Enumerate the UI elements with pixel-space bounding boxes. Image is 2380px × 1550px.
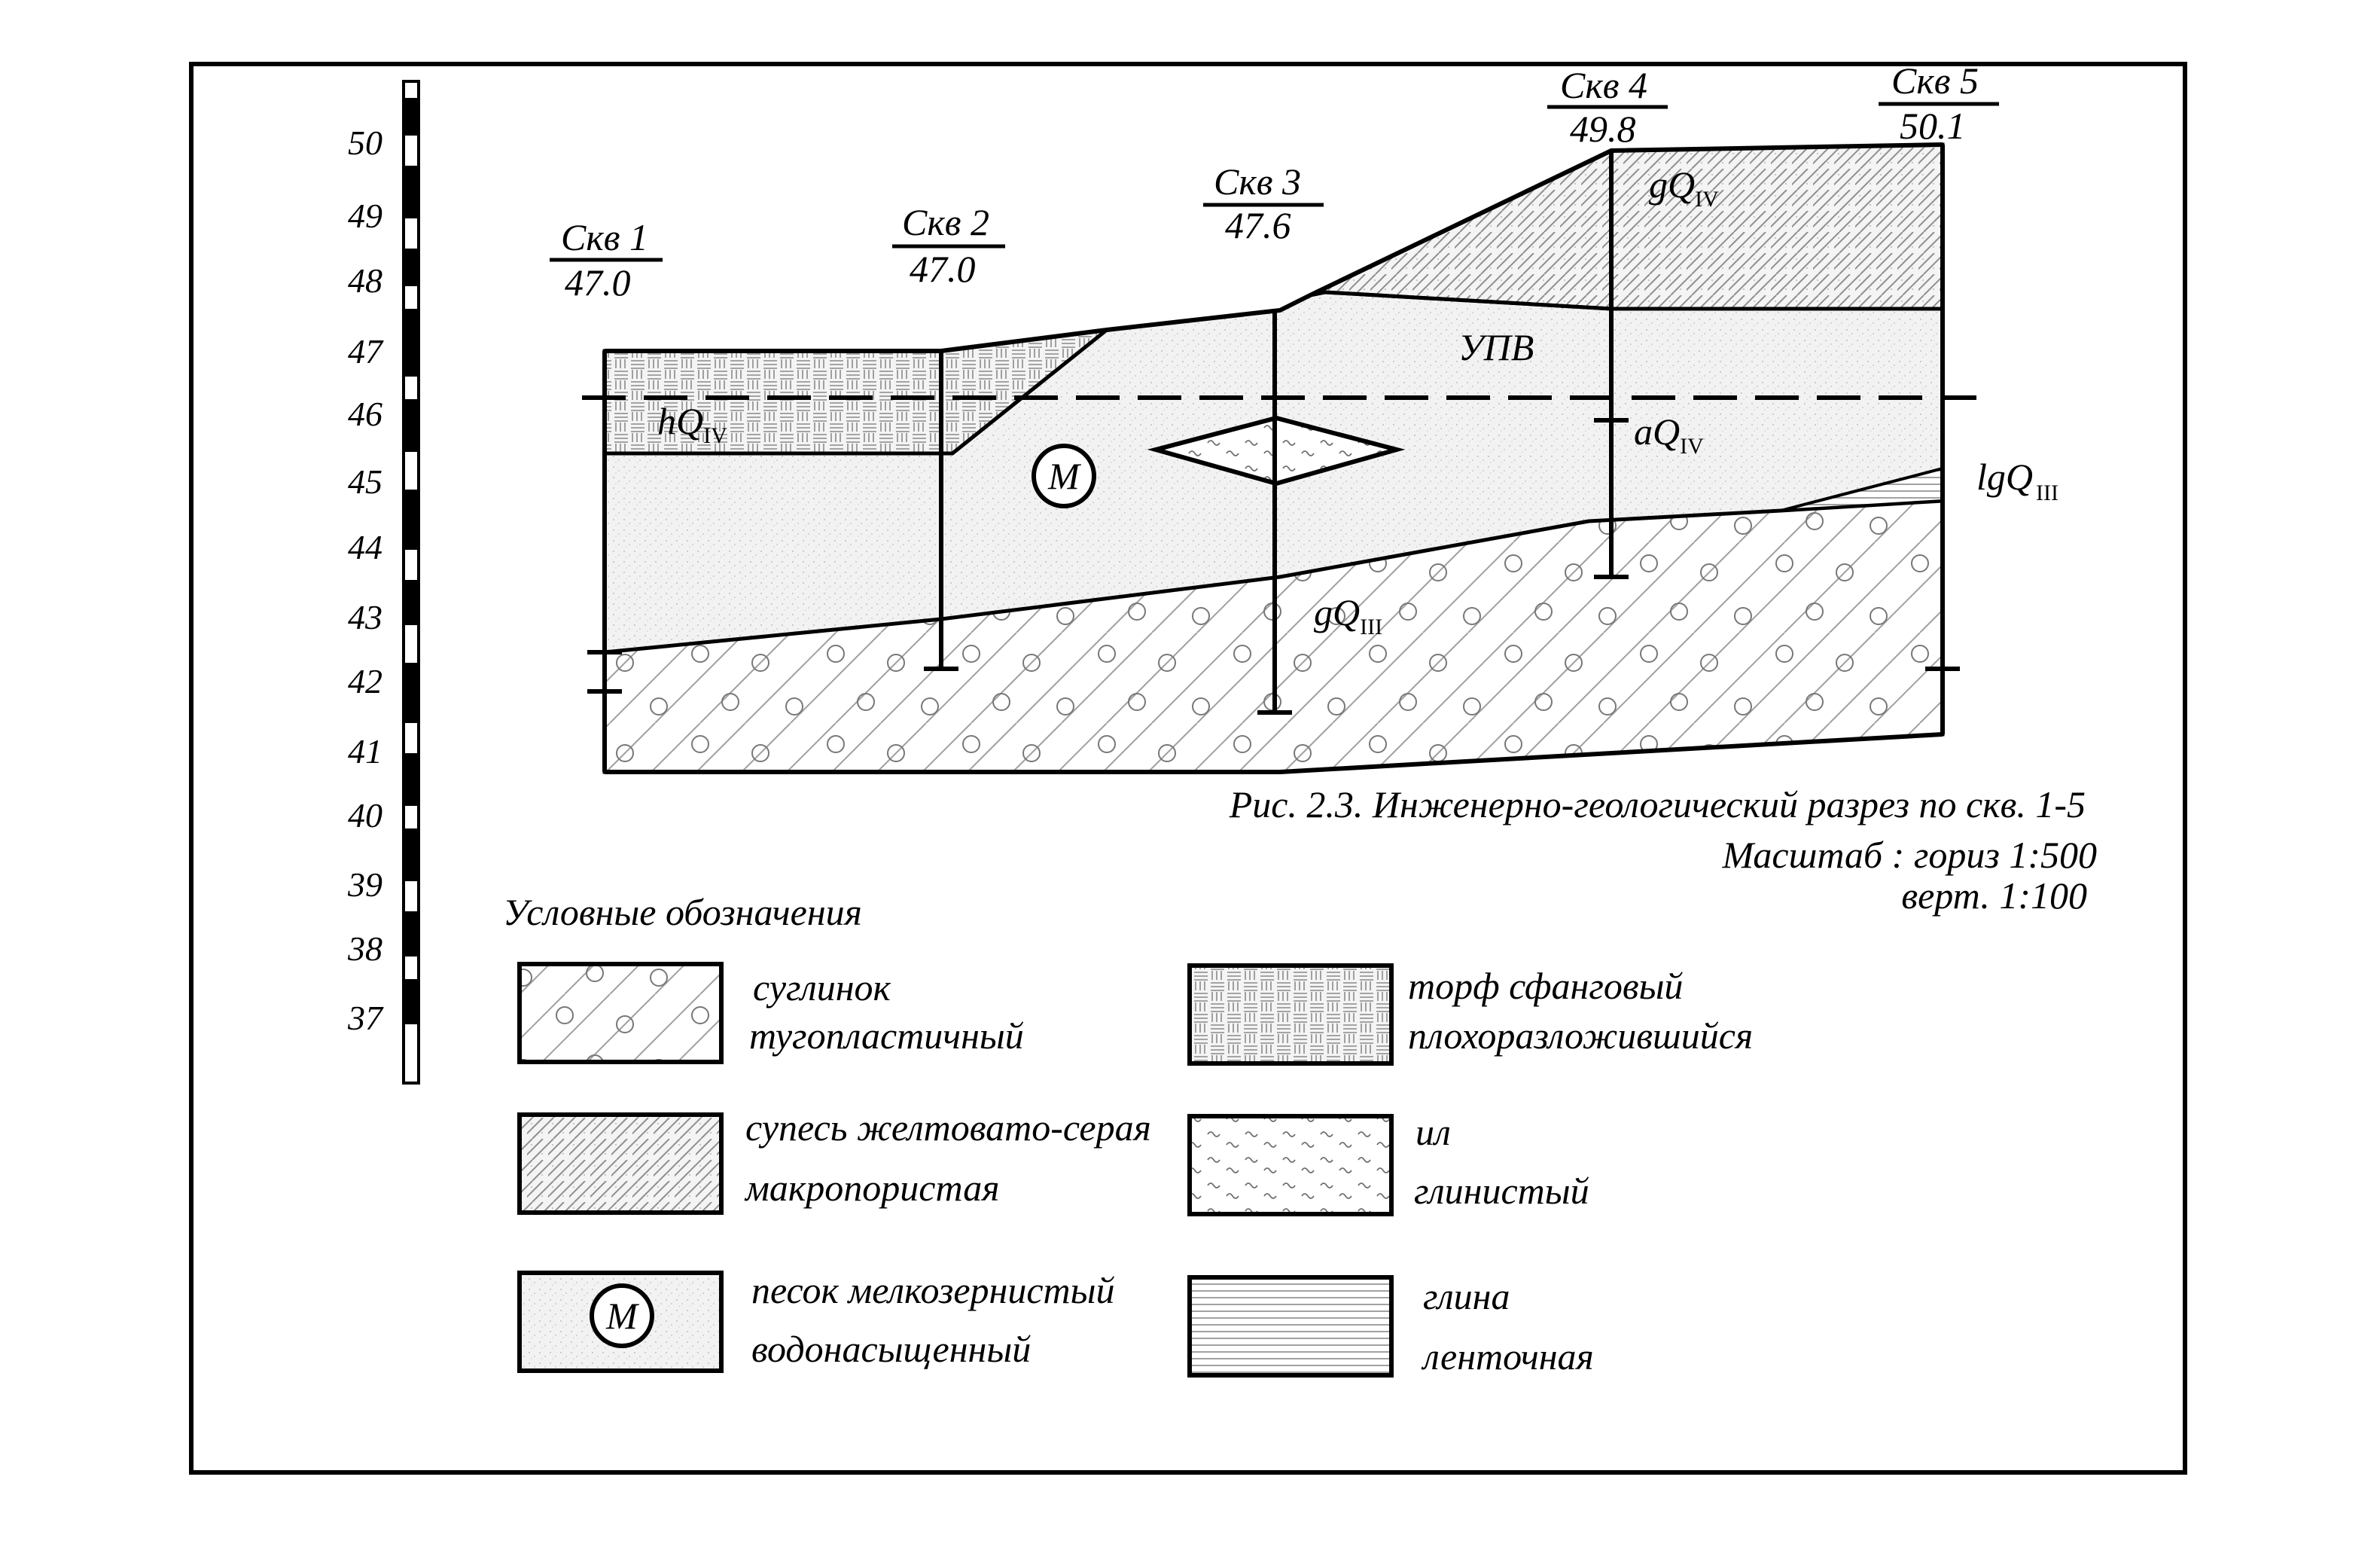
label-aq: aQIV (1634, 410, 1704, 459)
scale-tick: 48 (348, 261, 382, 300)
legend-swatch-clay (1187, 1275, 1394, 1378)
scale-tick: 46 (348, 395, 382, 433)
borehole-5-header: Скв 5 50.1 (1879, 59, 1999, 147)
legend-label: ленточная (1421, 1335, 1594, 1378)
caption-scale-horizontal: Масштаб : гориз 1:500 (1721, 834, 2097, 876)
legend-swatch-sandy-loam (517, 1112, 724, 1215)
layer-sandy-loam (1309, 142, 1945, 311)
scale-tick: 38 (347, 929, 382, 968)
scale-tick: 41 (348, 732, 382, 770)
scale-tick: 42 (348, 662, 382, 700)
figure-caption: Рис. 2.3. Инженерно-геологический разрез… (1229, 783, 2097, 917)
legend-swatch-loam (517, 962, 724, 1064)
caption-scale-vertical: верт. 1:100 (1901, 874, 2087, 917)
legend-sand-marker-letter: М (605, 1295, 639, 1337)
elevation-scale-labels: 50 49 48 47 46 45 44 43 42 41 40 39 38 3… (347, 124, 384, 1037)
borehole-1-header: Скв 1 47.0 (550, 216, 663, 304)
legend-item-peat: торф сфанговый плохоразложившийся (1187, 963, 1753, 1066)
scale-tick: 37 (347, 999, 384, 1037)
legend-label: водонасыщенный (751, 1328, 1031, 1370)
legend-label: песок мелкозернистый (751, 1269, 1115, 1311)
legend-swatch-silt (1187, 1114, 1394, 1216)
borehole-5-elevation: 50.1 (1900, 105, 1966, 147)
caption-title: Рис. 2.3. Инженерно-геологический разрез… (1229, 783, 2086, 825)
legend: Условные обозначения суглинок тугопласти… (503, 891, 1753, 1378)
legend-sand-marker-circle (590, 1283, 654, 1348)
scale-tick: 45 (348, 462, 382, 501)
scale-tick: 44 (348, 528, 382, 566)
borehole-4-header: Скв 4 49.8 (1547, 64, 1668, 150)
borehole-5-name: Скв 5 (1891, 59, 1979, 102)
legend-label: глинистый (1414, 1170, 1589, 1212)
scale-tick: 49 (348, 197, 382, 235)
borehole-4-elevation: 49.8 (1570, 108, 1636, 150)
elevation-scale (402, 80, 420, 1085)
borehole-3-header: Скв 3 47.6 (1203, 160, 1324, 246)
legend-item-loam: суглинок тугопластичный (517, 962, 1024, 1064)
legend-label: тугопластичный (749, 1015, 1024, 1057)
scale-tick: 43 (348, 598, 382, 636)
sand-marker-circle (1032, 444, 1096, 508)
borehole-3-elevation: 47.6 (1225, 204, 1291, 246)
legend-swatch-peat (1187, 963, 1394, 1066)
legend-label: суглинок (753, 966, 891, 1008)
label-gq-bottom: gQIII (1314, 591, 1382, 639)
scale-tick: 50 (348, 124, 382, 162)
scale-tick: 39 (347, 865, 382, 904)
label-groundwater: УПВ (1458, 326, 1534, 368)
borehole-2-header: Скв 2 47.0 (892, 201, 1005, 290)
legend-label: ил (1416, 1111, 1451, 1153)
sand-marker-letter: М (1047, 455, 1081, 497)
label-hq: hQIV (657, 400, 727, 448)
legend-item-clay: глина ленточная (1187, 1275, 1594, 1378)
legend-item-sand: М песок мелкозернистый водонасыщенный (517, 1269, 1115, 1373)
legend-item-silt: ил глинистый (1187, 1111, 1589, 1216)
borehole-4-name: Скв 4 (1560, 64, 1647, 106)
legend-title: Условные обозначения (503, 891, 862, 933)
geological-section: Скв 1 47.0 Скв 2 47.0 Скв 3 47.6 Скв 4 4… (550, 59, 2059, 774)
scale-tick: 40 (348, 796, 382, 834)
label-gq-top: gQIV (1649, 163, 1719, 212)
scale-tick: 47 (348, 332, 384, 371)
borehole-2-name: Скв 2 (902, 201, 989, 243)
borehole-3-name: Скв 3 (1214, 160, 1301, 203)
legend-label: макропористая (744, 1167, 999, 1209)
legend-label: супесь желтовато-серая (745, 1106, 1151, 1149)
figure-frame (189, 62, 2187, 1475)
legend-label: глина (1423, 1275, 1510, 1317)
borehole-lines (587, 151, 1960, 772)
borehole-1-name: Скв 1 (561, 216, 648, 258)
legend-label: торф сфанговый (1408, 965, 1683, 1007)
legend-label: плохоразложившийся (1408, 1015, 1753, 1057)
legend-item-sandy-loam: супесь желтовато-серая макропористая (517, 1106, 1151, 1215)
borehole-1-elevation: 47.0 (565, 261, 631, 304)
section-bottom-edge-slope (1279, 732, 1943, 774)
borehole-2-elevation: 47.0 (910, 248, 976, 290)
